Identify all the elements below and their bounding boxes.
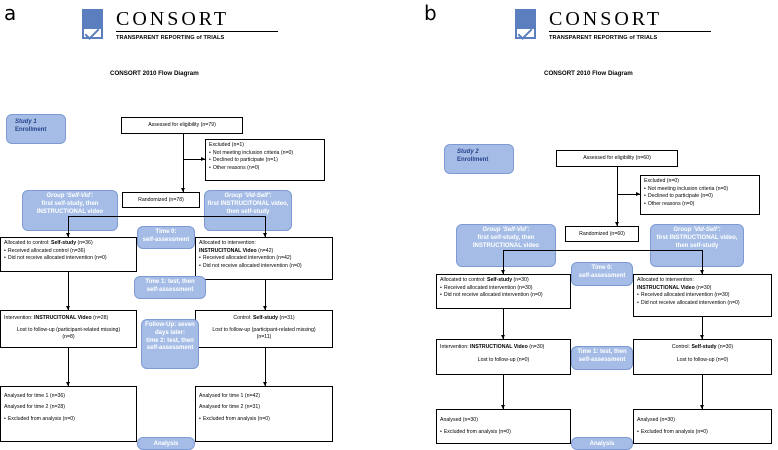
study-enrollment-badge-a: Study 1 Enrollment <box>6 114 66 144</box>
group-vid-self-badge-a: Group ‘Vid-Self’: first INSTRUCITONAL vi… <box>204 190 292 231</box>
eligibility-box-a: Assessed for eligibility (n=79) <box>121 117 243 134</box>
excluded-head: Excluded (n=1) <box>209 142 245 148</box>
analysis-badge-b: Analysis <box>571 437 633 450</box>
time0-line2: self-assessment <box>142 236 190 243</box>
group-self-vid-badge-a: Group ‘Self-Vid’: first self-study, then… <box>22 190 118 231</box>
study-enrollment-badge-b: Study 2 Enrollment <box>444 144 514 174</box>
time0-badge-b: Time 0: self-assessment <box>571 262 633 286</box>
follow-left-box-b: Intervention: INSTRUCTIONAL Video (n=30)… <box>436 339 571 375</box>
consort-logo-a: CONSORT TRANSPARENT REPORTING of TRIALS <box>82 8 282 49</box>
group-vid-self-badge-b: Group ‘Vid-Self’: first INSTRUCTIONAL vi… <box>650 224 744 267</box>
excluded-item: Not meeting inclusion criteria (n=0) <box>209 150 321 158</box>
enrollment-label: Enrollment <box>457 156 489 163</box>
study-title: Study 1 <box>15 119 37 125</box>
logo-wordmark: CONSORT <box>549 8 663 30</box>
logo-wordmark: CONSORT <box>116 8 230 30</box>
time0-line1: Time 0: <box>155 229 177 235</box>
allocation-right-box-b: Allocated to intervention: INSTRUCTIONAL… <box>633 274 772 317</box>
excluded-box-a: Excluded (n=1) Not meeting inclusion cri… <box>205 139 325 181</box>
followup-badge-a: Follow-Up: seven days later: time 2: tes… <box>141 319 199 369</box>
group-self-vid-badge-b: Group ‘Self-Vid’: first self-study, then… <box>456 224 556 267</box>
allocation-item: Did not receive allocated intervention (… <box>199 263 329 271</box>
logo-squares-icon <box>82 9 126 49</box>
allocation-right-box-a: Allocated to intervention: INSTRUCITONAL… <box>195 237 333 280</box>
allocation-item: Did not receive allocated intervention (… <box>4 255 133 263</box>
allocation-item: Received allocated control (n=36) <box>4 248 133 256</box>
enrollment-label: Enrollment <box>15 126 47 133</box>
follow-right-box-a: Control: Self-study (n=31) Lost to follo… <box>195 310 333 348</box>
study-title: Study 2 <box>457 149 479 155</box>
randomized-box-a: Randomized (n=78) <box>122 192 200 208</box>
follow-right-box-b: Control: Self-study (n=30) Lost to follo… <box>633 339 772 375</box>
logo-squares-icon <box>515 9 559 49</box>
excluded-item: Declined to participate (n=1) <box>209 157 321 165</box>
analysis-left-box-a: Analysed for time 1 (n=36) Analysed for … <box>0 386 137 442</box>
excluded-item: Other reasons (n=0) <box>209 165 321 173</box>
panel-letter-b: b <box>424 1 437 25</box>
time0-badge-a: Time 0: self-assessment <box>137 226 195 249</box>
excluded-item: Not meeting inclusion criteria (n=0) <box>644 186 756 194</box>
follow-left-box-a: Intervention: INSTRUCITONAL Video (n=28)… <box>0 310 137 348</box>
excluded-item: Declined to participate (n=0) <box>644 193 756 201</box>
excluded-box-b: Excluded (n=0) Not meeting inclusion cri… <box>640 175 760 215</box>
logo-tagline: TRANSPARENT REPORTING of TRIALS <box>116 35 225 41</box>
analysis-right-box-b: Analysed (n=30) Excluded from analysis (… <box>633 409 772 444</box>
group-name: Group ‘Vid-Self’: <box>224 193 272 199</box>
consort-logo-b: CONSORT TRANSPARENT REPORTING of TRIALS <box>515 8 715 49</box>
time1-badge-a: Time 1: test, then self-assessment <box>134 276 206 299</box>
excluded-head: Excluded (n=0) <box>644 178 680 184</box>
diagram-title-b: CONSORT 2010 Flow Diagram <box>544 70 633 77</box>
eligibility-box-b: Assessed for eligibility (n=60) <box>556 150 678 167</box>
logo-tagline: TRANSPARENT REPORTING of TRIALS <box>549 35 658 41</box>
group-desc: first self-study, then INSTRUCTIONAL vid… <box>36 200 104 215</box>
allocation-left-box-b: Allocated to control: Self-study (n=30) … <box>436 274 571 309</box>
analysis-badge-a: Analysis <box>137 437 195 450</box>
time1-badge-b: Time 1: test, then self-assessment <box>571 346 633 370</box>
panel-letter-a: a <box>4 1 17 25</box>
group-desc: first INSTRUCITONAL video, then self-stu… <box>207 200 289 215</box>
analysis-right-box-a: Analysed for time 1 (n=42) Analysed for … <box>195 386 333 442</box>
excluded-item: Other reasons (n=0) <box>644 201 756 209</box>
allocation-left-box-a: Allocated to control: Self-study (n=36) … <box>0 237 137 272</box>
randomized-box-b: Randomized (n=60) <box>565 226 639 242</box>
group-name: Group ‘Self-Vid’: <box>46 193 94 199</box>
analysis-left-box-b: Analysed (n=30) Excluded from analysis (… <box>436 409 571 444</box>
allocation-item: Received allocated intervention (n=42) <box>199 255 329 263</box>
diagram-title-a: CONSORT 2010 Flow Diagram <box>110 70 199 77</box>
